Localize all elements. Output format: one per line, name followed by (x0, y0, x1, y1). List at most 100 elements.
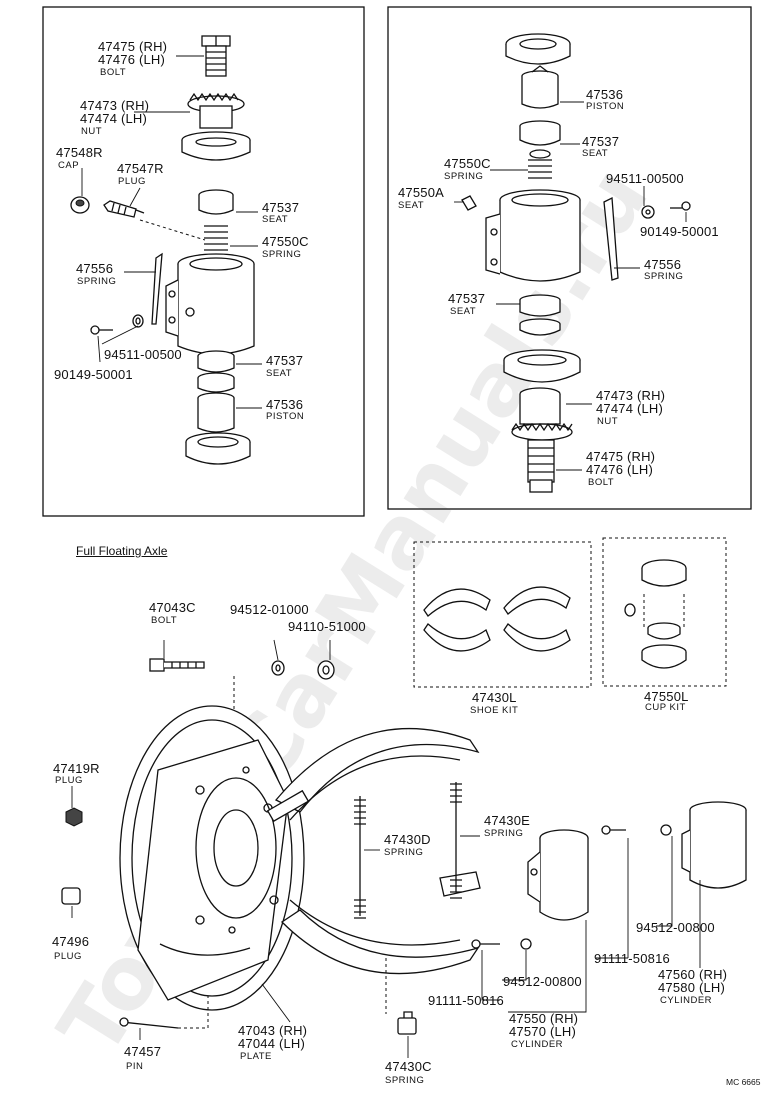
label-94512-00800-mid: 94512-00800 (503, 974, 582, 989)
brake-shoe-lower (280, 871, 481, 975)
label-47044-lh: 47044 (LH) (238, 1036, 306, 1051)
label-47043-rh: 47043 (RH) (238, 1023, 308, 1038)
label-r-47473-rh: 47473 (RH) (596, 388, 666, 403)
label-47419r: 47419R (53, 761, 100, 776)
right-bolt-47475 (527, 439, 555, 493)
bolt-91111-right (601, 825, 626, 835)
label-47560-rh: 47560 (RH) (658, 967, 728, 982)
spring-47430e (450, 782, 462, 899)
left-cap-47548r (70, 196, 90, 214)
label-47457: 47457 (124, 1044, 162, 1059)
wheel-cylinder-47560 (681, 801, 747, 889)
right-washer-94511 (641, 205, 655, 219)
cup-kit-47550l (624, 559, 687, 669)
pin-47457 (119, 1017, 179, 1029)
left-bolt-90149 (90, 325, 113, 335)
bolt-47043c (149, 658, 205, 672)
label-47430d: 47430D (384, 832, 431, 847)
label-94110-51000: 94110-51000 (288, 619, 366, 634)
label-47476-lh: 47476 (LH) (98, 52, 166, 67)
label-91111-50816-right: 91111-50816 (594, 951, 670, 966)
left-washer-94511 (132, 314, 144, 328)
label-pin: PIN (126, 1061, 144, 1072)
right-bolt-90149 (670, 201, 691, 211)
shoe-kit-frame (413, 541, 592, 688)
label-r-seat-lower: SEAT (450, 306, 477, 317)
label-spring-47430e: SPRING (484, 828, 524, 839)
label-piston: PISTON (266, 411, 305, 422)
top-right-panel-frame (387, 6, 752, 510)
label-47550l: 47550L (644, 689, 689, 704)
left-bolt-47475 (201, 35, 231, 77)
left-seat-lower (197, 350, 235, 373)
label-47547r: 47547R (117, 161, 164, 176)
label-nut: NUT (81, 126, 103, 137)
right-boot-upper (505, 33, 571, 65)
label-shoe-kit: SHOE KIT (470, 705, 519, 716)
right-seat-lower (519, 294, 561, 336)
washer-94512-01000 (271, 660, 285, 676)
right-spring-47550c (528, 149, 552, 179)
left-spring-47550c (204, 225, 228, 251)
right-nut-47473 (511, 387, 573, 441)
left-boot-lower (185, 432, 251, 465)
label-cylinder-right: CYLINDER (660, 995, 713, 1006)
label-r-47537-lower: 47537 (448, 291, 486, 306)
label-r-47550c: 47550C (444, 156, 491, 171)
label-bolt-47043c: BOLT (151, 615, 178, 626)
left-nut-47473 (187, 92, 245, 129)
label-94512-01000: 94512-01000 (230, 602, 309, 617)
label-plug-47419r: PLUG (55, 775, 83, 786)
label-47580-lh: 47580 (LH) (658, 980, 726, 995)
plug-47496 (61, 887, 81, 905)
spring-clip-47430c (397, 1011, 417, 1035)
left-cylinder-body (165, 253, 255, 355)
label-r-bolt: BOLT (588, 477, 615, 488)
label-seat: SEAT (262, 214, 289, 225)
section-title: Full Floating Axle (76, 544, 168, 558)
left-boot-upper (181, 131, 251, 161)
label-47556: 47556 (76, 261, 114, 276)
right-piston-47536 (521, 65, 559, 109)
label-r-47556: 47556 (644, 257, 682, 272)
label-r-47550a: 47550A (398, 185, 445, 200)
left-plug-47547r (103, 200, 145, 218)
label-47536: 47536 (266, 397, 304, 412)
label-plate: PLATE (240, 1051, 272, 1062)
label-r-nut: NUT (597, 416, 619, 427)
label-seat-lower: SEAT (266, 368, 293, 379)
label-47473-rh: 47473 (RH) (80, 98, 150, 113)
cup-kit-frame (602, 537, 727, 687)
label-47537-lower: 47537 (266, 353, 304, 368)
backing-plate-47043 (119, 705, 305, 1011)
label-47550-rh: 47550 (RH) (509, 1011, 579, 1026)
left-spring-clip-47556 (151, 252, 163, 325)
label-spring-47430c: SPRING (385, 1075, 425, 1086)
label-47430e: 47430E (484, 813, 531, 828)
label-47537: 47537 (262, 200, 300, 215)
label-r-47537: 47537 (582, 134, 620, 149)
label-47570-lh: 47570 (LH) (509, 1024, 577, 1039)
label-90149-50001: 90149-50001 (54, 367, 133, 382)
label-r-spring-clip: SPRING (644, 271, 684, 282)
label-spring-47430d: SPRING (384, 847, 424, 858)
brake-shoe-upper (266, 728, 480, 823)
right-spring-clip-47556 (603, 196, 619, 281)
washer-94512-right (660, 824, 672, 836)
label-47496: 47496 (52, 934, 90, 949)
label-spring: SPRING (262, 249, 302, 260)
label-cylinder-mid: CYLINDER (511, 1039, 564, 1050)
label-47430c: 47430C (385, 1059, 432, 1074)
label-47475-rh: 47475 (RH) (98, 39, 168, 54)
shoe-kit-47430l (423, 586, 571, 652)
label-cap: CAP (58, 160, 80, 171)
label-r-seat: SEAT (582, 148, 609, 159)
label-r-47536: 47536 (586, 87, 624, 102)
top-left-panel-frame (42, 6, 365, 517)
right-bleeder-47550a (461, 195, 477, 211)
label-r-seat-b: SEAT (398, 200, 425, 211)
label-r-piston: PISTON (586, 101, 625, 112)
right-boot-lower (503, 349, 581, 383)
figure-code: MC 6665 (726, 1077, 761, 1087)
